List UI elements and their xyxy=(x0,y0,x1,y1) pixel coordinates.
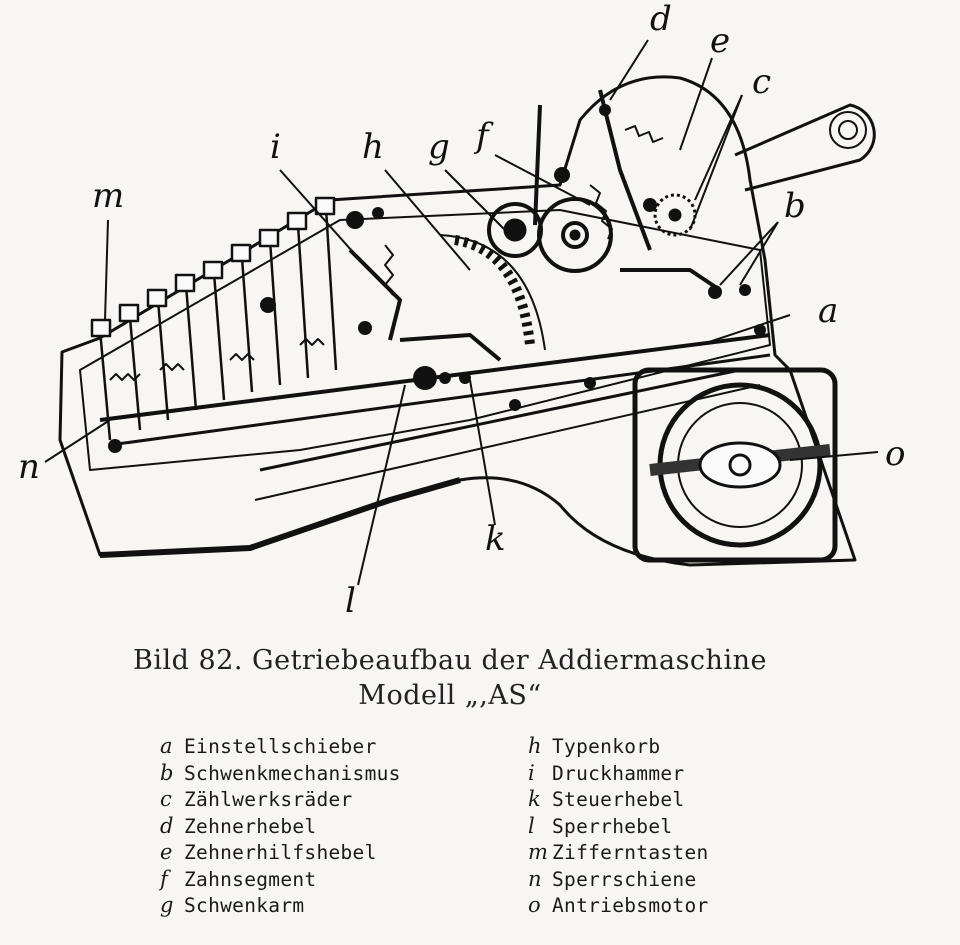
bolts xyxy=(108,104,766,453)
number-keys xyxy=(98,207,338,441)
label-i: i xyxy=(270,127,281,167)
leader-lines xyxy=(44,39,879,586)
lower-rail xyxy=(254,384,761,501)
label-g: g xyxy=(428,127,450,167)
motor-housing xyxy=(632,367,838,563)
label-n: n xyxy=(18,447,40,487)
label-e: e xyxy=(710,21,730,61)
label-c: c xyxy=(752,62,771,102)
adding-machine-drawing: d e c b a f g h i m n k l o xyxy=(18,0,905,620)
lower-rail xyxy=(259,368,741,472)
label-f: f xyxy=(473,116,494,156)
label-m: m xyxy=(92,176,124,216)
springs xyxy=(109,125,664,381)
label-a: a xyxy=(818,291,838,331)
label-b: b xyxy=(784,186,806,226)
counting-wheel xyxy=(537,197,613,273)
label-d: d xyxy=(650,0,672,39)
label-l: l xyxy=(345,581,356,620)
label-o: o xyxy=(885,434,905,474)
inner-frame xyxy=(79,209,771,471)
machine-housing xyxy=(58,75,857,567)
label-h: h xyxy=(362,127,384,167)
levers xyxy=(348,89,722,362)
label-k: k xyxy=(485,519,506,559)
type-basket xyxy=(454,235,535,346)
crank-arm xyxy=(734,103,876,192)
figure-caption-subtitle: Modell „,AS“ xyxy=(358,680,542,711)
figure-caption: Bild 82. Getriebeaufbau der Addiermaschi… xyxy=(133,645,767,676)
base-plate xyxy=(99,477,461,558)
